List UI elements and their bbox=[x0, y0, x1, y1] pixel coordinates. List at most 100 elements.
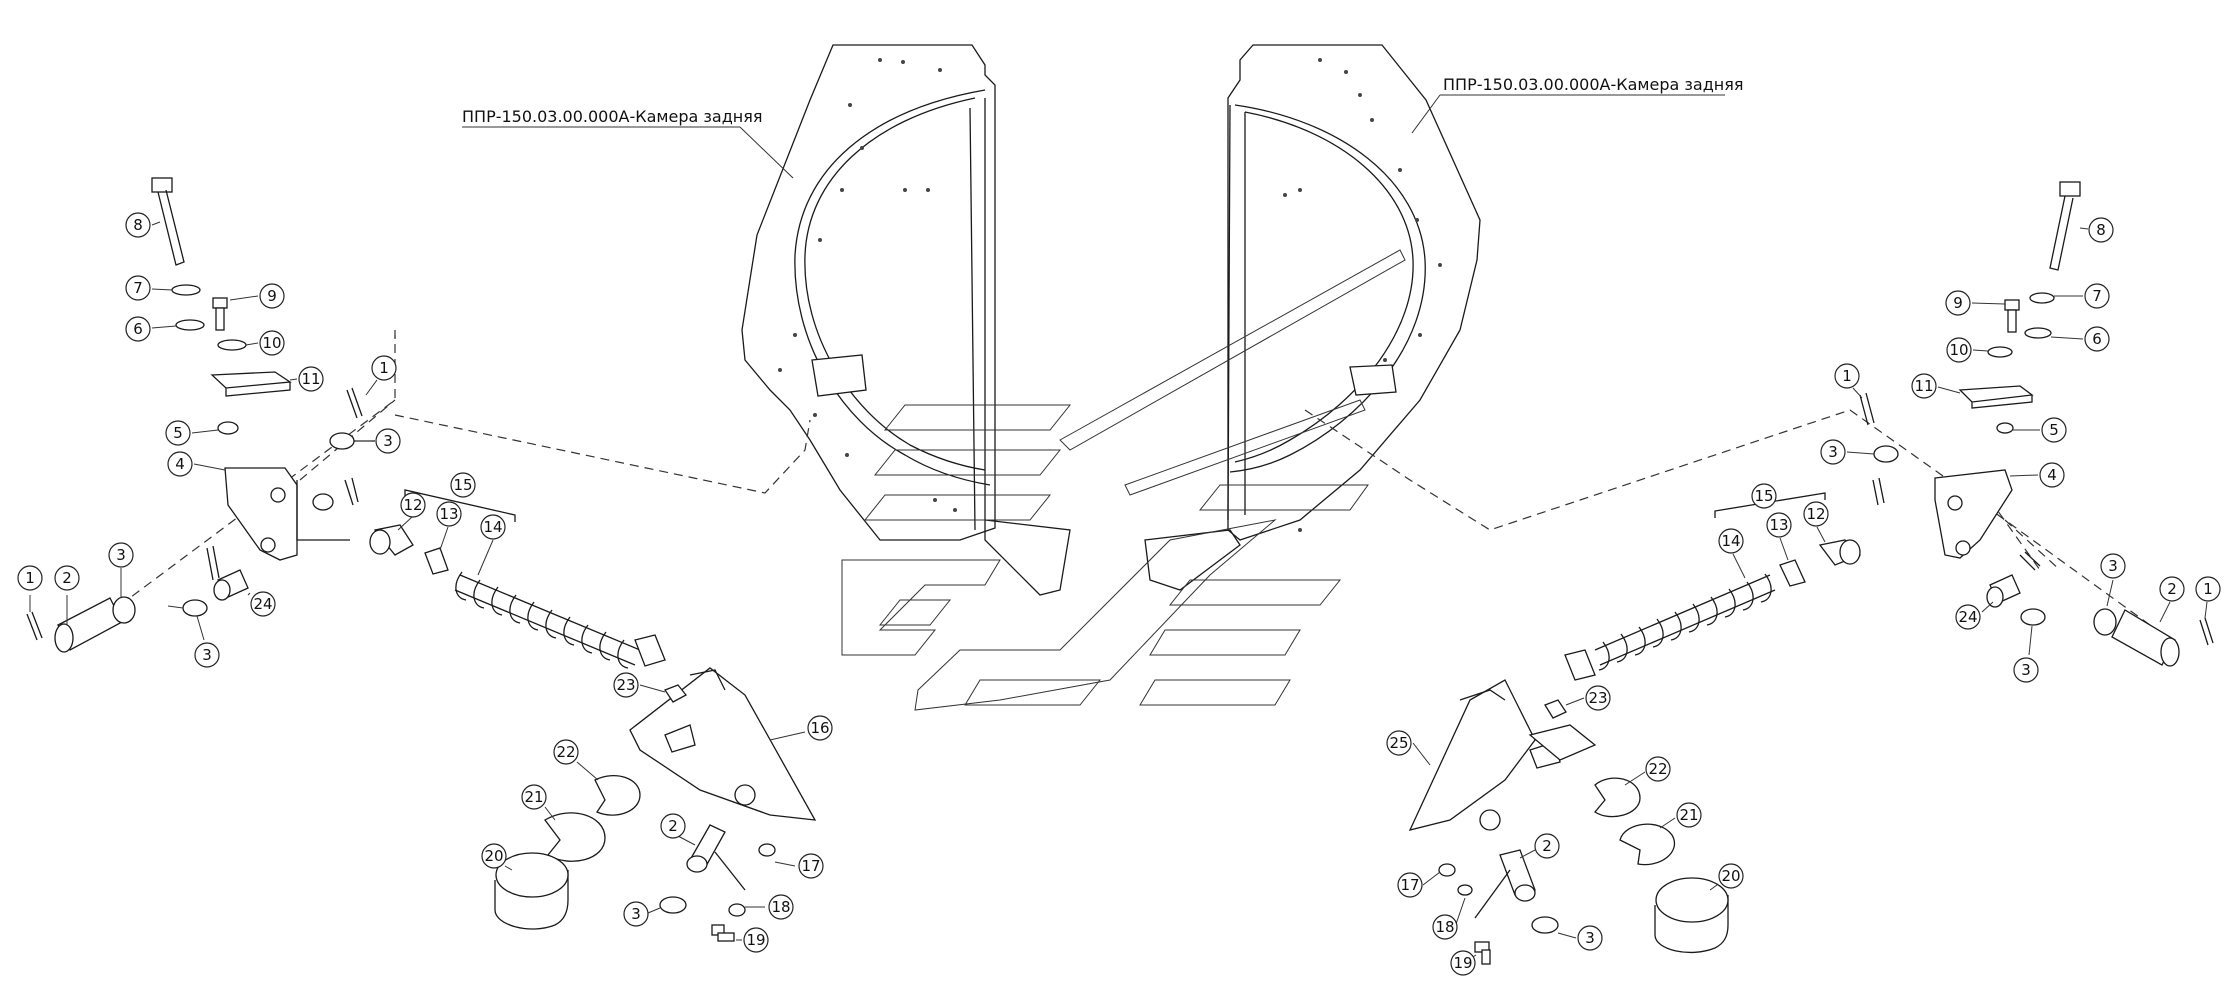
callout-right-12: 12 bbox=[1806, 505, 1825, 523]
callout-right-3b: 3 bbox=[2108, 557, 2118, 575]
left-chamber-label-group: ППР-150.03.00.000А-Камера задняя bbox=[462, 107, 794, 179]
washer-3-mid-left bbox=[182, 599, 208, 617]
callout-left-24: 24 bbox=[253, 595, 272, 613]
callout-right-14: 14 bbox=[1721, 532, 1740, 550]
lever-16-left bbox=[629, 667, 817, 821]
callouts-right: 8 7 9 6 10 1 11 5 3 4 15 12 bbox=[1386, 217, 2221, 976]
nut-23-left bbox=[664, 684, 687, 703]
callout-left-2: 2 bbox=[62, 569, 72, 587]
callout-right-17: 17 bbox=[1400, 876, 1419, 894]
callout-left-19: 19 bbox=[746, 931, 765, 949]
right-chamber-panel bbox=[1144, 44, 1481, 591]
foot-20-left bbox=[494, 852, 569, 930]
washer-3-bottom-right bbox=[1531, 916, 1559, 934]
callout-left-3c: 3 bbox=[383, 432, 393, 450]
callout-right-10: 10 bbox=[1949, 341, 1968, 359]
bushing-13-right bbox=[1779, 559, 1806, 587]
callout-right-25: 25 bbox=[1389, 734, 1408, 752]
callout-left-10: 10 bbox=[262, 334, 281, 352]
callout-left-20: 20 bbox=[484, 847, 503, 865]
disk-21-right bbox=[1619, 823, 1675, 866]
callout-left-3d: 3 bbox=[631, 905, 641, 923]
callout-left-14: 14 bbox=[483, 518, 502, 536]
left-assembly bbox=[26, 177, 817, 942]
callout-left-13: 13 bbox=[439, 505, 458, 523]
callout-right-21: 21 bbox=[1679, 806, 1698, 824]
callout-right-3a: 3 bbox=[1828, 443, 1838, 461]
callout-right-1: 1 bbox=[1842, 367, 1852, 385]
floor-frame bbox=[841, 249, 1406, 711]
callout-left-3a: 3 bbox=[116, 546, 126, 564]
washer-3-bottom-left bbox=[659, 896, 687, 914]
callout-right-15: 15 bbox=[1754, 487, 1773, 505]
callout-right-22: 22 bbox=[1648, 760, 1667, 778]
callout-left-7: 7 bbox=[133, 279, 143, 297]
callout-left-12: 12 bbox=[403, 496, 422, 514]
pin-1-left bbox=[26, 611, 43, 641]
callouts-left: 1 2 3 3 3 4 5 6 7 8 bbox=[17, 212, 833, 953]
pin-1-top-right bbox=[1859, 392, 1875, 426]
foot-20-right bbox=[1654, 877, 1729, 954]
lever-25-right bbox=[1408, 679, 1536, 831]
washer-3-top-left bbox=[329, 432, 355, 450]
callout-left-23: 23 bbox=[616, 676, 635, 694]
callout-left-1b: 1 bbox=[379, 359, 389, 377]
callout-right-3d: 3 bbox=[1585, 929, 1595, 947]
right-chamber-label: ППР-150.03.00.000А-Камера задняя bbox=[1443, 75, 1743, 94]
callout-left-5: 5 bbox=[173, 424, 183, 442]
washer-18-left bbox=[728, 903, 746, 917]
bolt-19-right bbox=[1474, 941, 1491, 965]
washer-3-right bbox=[2093, 608, 2117, 636]
callout-left-2b: 2 bbox=[668, 817, 678, 835]
washer-10-left bbox=[217, 339, 247, 351]
right-chamber-label-group: ППР-150.03.00.000А-Камера задняя bbox=[1411, 75, 1743, 134]
callout-left-16: 16 bbox=[810, 719, 829, 737]
callout-right-19: 19 bbox=[1453, 954, 1472, 972]
spring-14-right bbox=[1594, 573, 1776, 671]
callout-right-18: 18 bbox=[1435, 918, 1454, 936]
callout-left-6: 6 bbox=[133, 320, 143, 338]
washer-18-right bbox=[1457, 884, 1473, 896]
callout-left-21: 21 bbox=[524, 788, 543, 806]
washer-5-left bbox=[217, 421, 239, 435]
callout-right-2b: 2 bbox=[1542, 837, 1552, 855]
disk-21-left bbox=[544, 812, 606, 862]
callout-right-4: 4 bbox=[2047, 466, 2057, 484]
nut-23-right bbox=[1544, 699, 1567, 719]
washer-10-right bbox=[1987, 346, 2013, 358]
bolt-8-left bbox=[151, 177, 185, 266]
washer-6-left bbox=[175, 319, 205, 331]
callout-right-20: 20 bbox=[1721, 867, 1740, 885]
washer-6-right bbox=[2024, 327, 2052, 339]
callout-left-8: 8 bbox=[133, 216, 143, 234]
callout-left-1: 1 bbox=[25, 569, 35, 587]
disk-22-left bbox=[594, 775, 641, 816]
washer-17-right bbox=[1438, 863, 1456, 877]
callout-left-17: 17 bbox=[801, 857, 820, 875]
callout-right-9: 9 bbox=[1953, 294, 1963, 312]
callout-right-13: 13 bbox=[1769, 516, 1788, 534]
bolt-9-left bbox=[212, 297, 228, 331]
roller-2-right bbox=[2111, 609, 2176, 666]
callout-left-11: 11 bbox=[301, 370, 320, 388]
washer-3-top-right bbox=[1873, 445, 1899, 463]
callout-right-23: 23 bbox=[1588, 689, 1607, 707]
callout-right-5: 5 bbox=[2049, 421, 2059, 439]
washer-3-mid-right bbox=[2020, 608, 2046, 626]
callout-left-15: 15 bbox=[453, 476, 472, 494]
washer-7-left bbox=[171, 284, 201, 296]
disk-22-right bbox=[1594, 777, 1641, 818]
callout-right-11: 11 bbox=[1914, 377, 1933, 395]
bolt-8-right bbox=[2049, 181, 2081, 271]
spring-14-left bbox=[454, 571, 641, 669]
washer-17-left bbox=[758, 843, 776, 857]
callout-right-2: 2 bbox=[2167, 580, 2177, 598]
callout-right-7: 7 bbox=[2092, 287, 2102, 305]
pin-1-top-left bbox=[346, 387, 363, 419]
callout-left-3b: 3 bbox=[202, 646, 212, 664]
washer-7-right bbox=[2029, 292, 2055, 304]
callout-right-6: 6 bbox=[2092, 330, 2102, 348]
callout-right-1b: 1 bbox=[2203, 580, 2213, 598]
callout-left-22: 22 bbox=[556, 743, 575, 761]
left-chamber-panel bbox=[741, 44, 1071, 596]
